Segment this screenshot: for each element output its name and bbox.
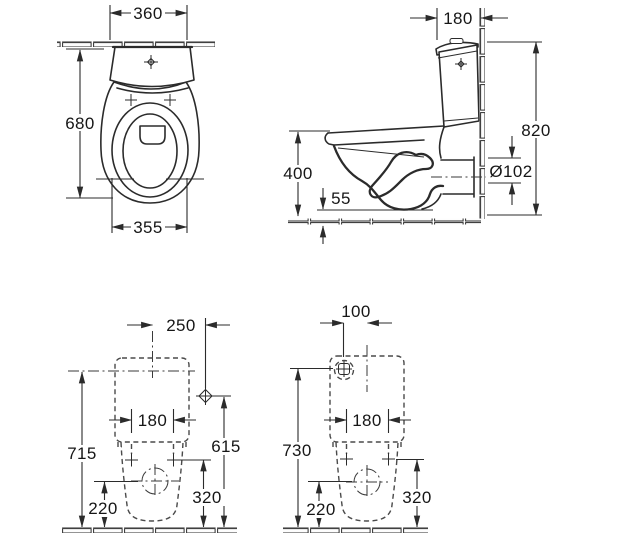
flange-step [117, 442, 187, 448]
dimension-supply-offset: 100 [320, 302, 392, 357]
dimension-fixing-spacing: 180 [109, 409, 196, 433]
fixing-hole-cross-icon [167, 453, 180, 467]
floor-tiles [62, 527, 237, 533]
cistern-template-outline [329, 355, 405, 443]
dim-label-total-height: 820 [521, 121, 551, 140]
dim-label-supply-height: 730 [282, 441, 312, 460]
dim-label-outlet-diameter: Ø102 [489, 162, 532, 181]
dim-label-supply-height: 615 [211, 437, 241, 456]
position-cross-icon [455, 58, 467, 70]
seat-profile [324, 125, 445, 158]
hinge-hole-cross-icon [125, 94, 137, 106]
dim-label-fixing-height: 320 [402, 488, 432, 507]
dimension-supply-height: 730 [279, 367, 333, 528]
fixing-hole-cross-icon [125, 453, 138, 467]
dim-label-cistern-height: 715 [67, 444, 97, 463]
dim-label-bowl-width: 355 [133, 218, 163, 237]
dim-label-fixing-spacing: 180 [138, 411, 168, 430]
fixing-hole-cross-icon [340, 452, 353, 466]
dim-label-outlet-height: 220 [306, 500, 336, 519]
cistern-outline [435, 38, 480, 128]
flush-button [449, 38, 464, 44]
dimension-bowl-width: 355 [96, 178, 204, 237]
plan-view: 360 680 355 [57, 4, 215, 237]
floor-tiles [283, 527, 428, 533]
dim-label-supply-offset: 250 [166, 316, 196, 335]
dimension-cistern-height: 715 [64, 371, 101, 528]
drain-circle [131, 464, 179, 498]
dim-label-fixing-spacing: 180 [352, 411, 382, 430]
dimension-outlet-height: 220 [85, 480, 138, 528]
dimension-fixing-height: 320 [396, 458, 436, 528]
dim-label-outlet-clearance: 55 [331, 189, 351, 208]
cistern-template-outline [114, 357, 190, 443]
dimension-supply-offset: 250 [127, 316, 230, 388]
pedestal-template-outline [120, 441, 184, 522]
dim-label-supply-offset: 100 [341, 302, 371, 321]
dim-label-fixing-height: 320 [192, 488, 222, 507]
rear-fixing-view-b: 100 730 180 320 220 [279, 302, 436, 533]
drain-circle [346, 465, 388, 499]
dimension-total-height: 820 [487, 41, 555, 216]
bowl-profile [317, 126, 486, 211]
pedestal-template-outline [335, 441, 399, 522]
cistern-outline [109, 45, 195, 94]
dimension-supply-height: 615 [208, 395, 245, 528]
hinge-hole-cross-icon [164, 94, 176, 106]
fixing-hole-cross-icon [382, 452, 395, 466]
dimension-fixing-spacing: 180 [324, 409, 411, 433]
dim-label-cistern-width: 360 [133, 4, 163, 23]
dim-label-rim-height: 400 [283, 164, 313, 183]
wall-tiles [479, 8, 485, 219]
flush-inlet [139, 125, 166, 145]
dimension-cistern-width: 360 [109, 4, 188, 40]
dimension-outlet-clearance: 55 [319, 188, 354, 244]
flange-step [332, 442, 402, 448]
dimension-total-depth: 680 [62, 48, 113, 199]
rear-fixing-view-a: 250 180 715 615 320 [62, 316, 245, 533]
dimension-rim-height: 400 [280, 130, 330, 217]
dimension-fixing-height: 320 [179, 459, 226, 528]
dimension-outlet-height: 220 [303, 480, 352, 528]
dim-label-total-depth: 680 [65, 114, 95, 133]
dimension-outlet-diameter: Ø102 [488, 136, 534, 205]
wall-tiles [57, 41, 215, 47]
dim-label-cistern-depth: 180 [443, 9, 473, 28]
side-view: 180 820 400 55 Ø102 [280, 8, 555, 244]
dimension-cistern-depth: 180 [410, 8, 508, 40]
position-cross-icon [144, 55, 158, 69]
floor-tiles [288, 218, 481, 225]
dim-label-outlet-height: 220 [88, 499, 118, 518]
supply-hole-icon [333, 359, 355, 381]
seat-ring [111, 102, 189, 198]
